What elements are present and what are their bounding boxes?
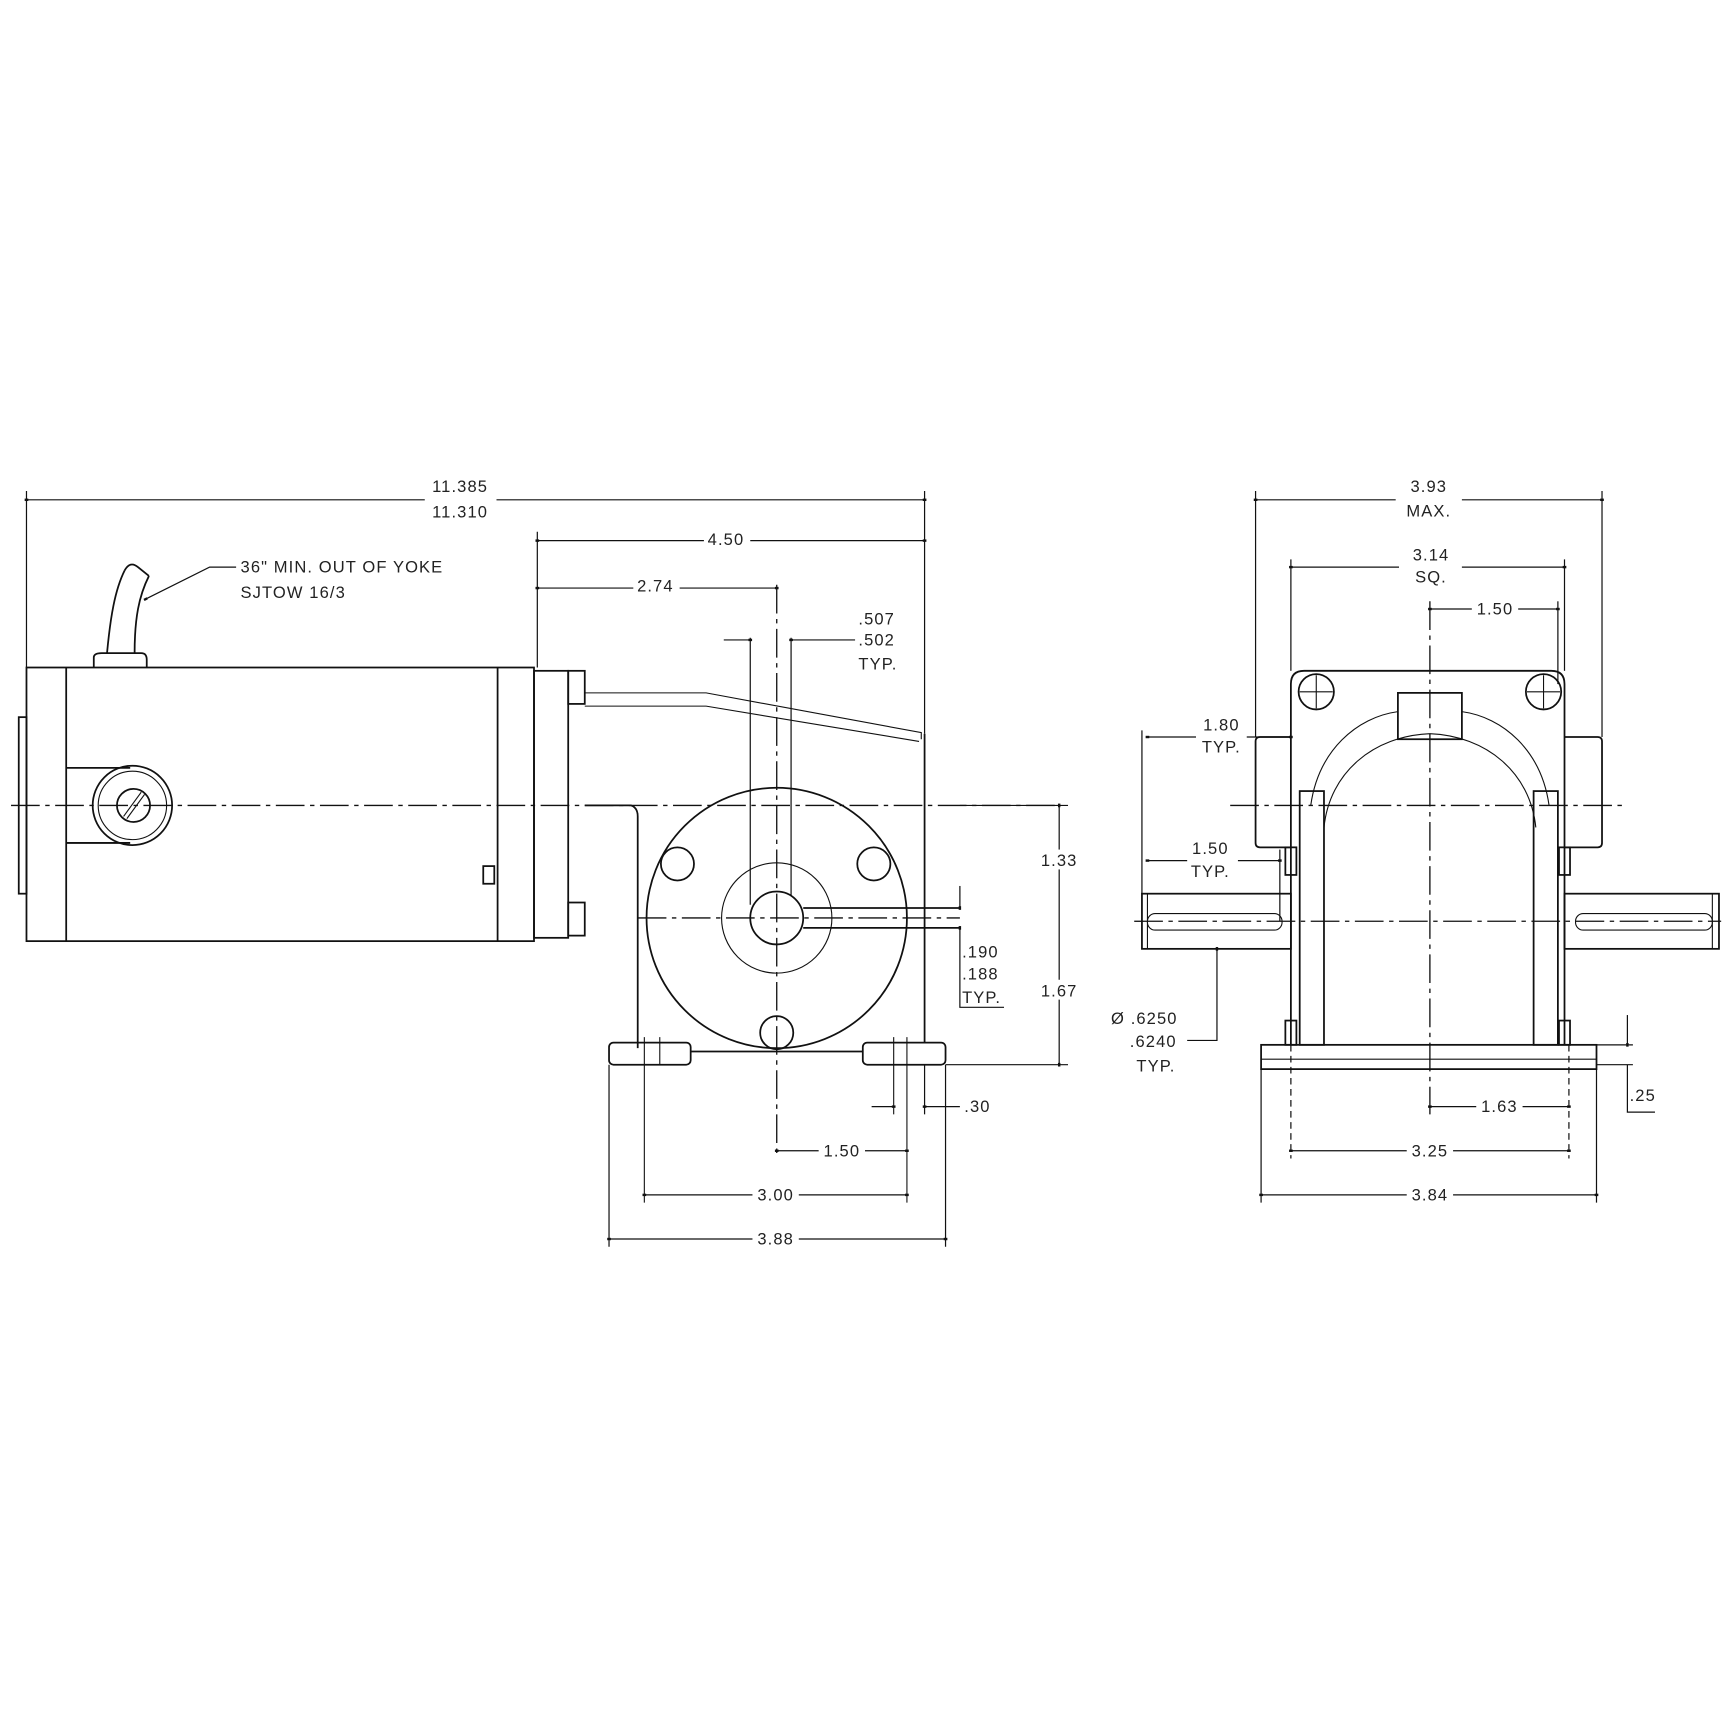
half-mount-dim: 1.63 <box>1481 1097 1518 1116</box>
conduit-box <box>66 764 173 847</box>
half-mount-dim: 1.50 <box>824 1141 861 1160</box>
base-width-dim: 3.84 <box>1412 1185 1449 1204</box>
key-width-typ: TYP. <box>962 988 1001 1007</box>
cable-note-line1: 36" MIN. OUT OF YOKE <box>241 558 444 577</box>
side-plate-left <box>1298 790 1325 1046</box>
overall-length-min: 11.310 <box>432 502 488 521</box>
overall-length-max: 11.385 <box>432 477 488 496</box>
key-length-dim: 1.50 <box>1192 839 1229 858</box>
shaft-diameter-min: .6240 <box>1130 1032 1177 1051</box>
screw-head <box>567 901 586 937</box>
screw-head <box>567 669 586 705</box>
overall-width-dim: 3.93 <box>1410 477 1447 496</box>
key-width-max: .190 <box>962 943 999 962</box>
screw-icon <box>1525 673 1563 711</box>
shaft-offset-dim: 2.74 <box>637 576 674 595</box>
foot-left <box>608 1041 692 1066</box>
height-lower-dim: 1.67 <box>1041 981 1078 1000</box>
gearbox-length-dim: 4.50 <box>708 530 745 549</box>
screw-icon <box>1297 673 1335 711</box>
overall-width-note: MAX. <box>1406 501 1451 520</box>
flange-dim: 3.14 <box>1413 545 1450 564</box>
height-upper-dim: 1.33 <box>1041 851 1078 870</box>
screw-icon <box>116 787 151 823</box>
mount-spacing-dim: 3.25 <box>1412 1141 1449 1160</box>
shaft-right <box>1563 892 1720 950</box>
end-view: 3.93 MAX. 3.14 SQ. 1.50 1.80 TYP. 1.50 T… <box>1111 477 1722 1204</box>
foot-slot-dim: .30 <box>964 1097 990 1116</box>
lead-wire <box>584 692 922 740</box>
mount-hole <box>660 846 695 882</box>
power-cable <box>92 563 150 668</box>
output-shaft <box>749 890 805 946</box>
shaft-diameter-typ: TYP. <box>1136 1056 1175 1075</box>
key-width-min: .188 <box>962 965 999 984</box>
side-view: 11.385 11.310 4.50 2.74 .507 .502 TYP. 3… <box>11 477 1082 1249</box>
base-thickness-dim: .25 <box>1630 1086 1656 1105</box>
cable-leader <box>143 566 237 602</box>
shaft-width-min: .502 <box>858 630 895 649</box>
cable-note-line2: SJTOW 16/3 <box>241 583 346 602</box>
shaft-width-typ: TYP. <box>858 655 897 674</box>
foot-right <box>861 1041 947 1066</box>
shaft-diameter-max: Ø .6250 <box>1111 1009 1178 1028</box>
gearbox-housing <box>584 733 960 1203</box>
motor-body <box>17 666 586 943</box>
shaft-extension-dim: 1.80 <box>1203 715 1240 734</box>
base-length-dim: 3.88 <box>757 1230 794 1249</box>
mount-spacing-dim: 3.00 <box>757 1185 794 1204</box>
mount-hole <box>759 1015 795 1051</box>
side-dimensions: 11.385 11.310 4.50 2.74 .507 .502 TYP. 3… <box>24 477 1082 1249</box>
shaft-width-max: .507 <box>858 609 895 628</box>
flange <box>1254 669 1603 1046</box>
shaft-extension-note: TYP. <box>1202 737 1241 756</box>
base-plate <box>1260 1043 1598 1159</box>
flange-half-dim: 1.50 <box>1477 600 1514 619</box>
key-length-note: TYP. <box>1191 862 1230 881</box>
flange-note: SQ. <box>1415 568 1447 587</box>
end-dimensions: 3.93 MAX. 3.14 SQ. 1.50 1.80 TYP. 1.50 T… <box>1111 477 1656 1204</box>
mount-hole <box>856 846 892 882</box>
side-plate-right <box>1532 790 1559 1046</box>
